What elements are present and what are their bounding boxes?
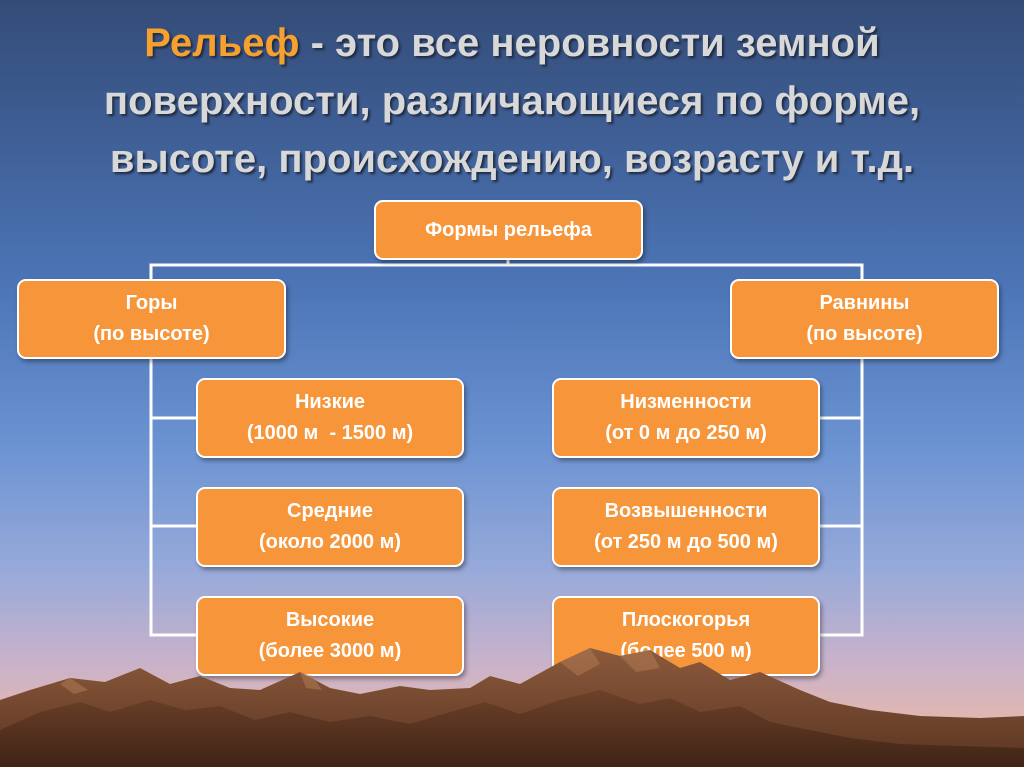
mountains-high-name: Высокие: [285, 609, 375, 631]
title-line-1-rest: - это все неровности земной: [299, 21, 880, 65]
mountains-box: Горы (по высоте): [17, 279, 286, 359]
plains-upland-range: (от 250 м до 500 м): [594, 531, 778, 553]
plains-lowland-box: Низменности (от 0 м до 250 м): [552, 378, 820, 458]
plains-label: Равнины: [819, 292, 910, 314]
root-label: Формы рельефа: [425, 218, 592, 241]
ridge-highlight-3: [560, 648, 600, 676]
title-line-1: Рельеф - это все неровности земной: [40, 14, 984, 72]
mountains-label: Горы: [125, 292, 178, 314]
root-box: Формы рельефа: [374, 200, 643, 260]
plains-lowland-range: (от 0 м до 250 м): [605, 422, 767, 444]
plains-box: Равнины (по высоте): [730, 279, 999, 359]
mountains-low-box: Низкие (1000 м - 1500 м): [196, 378, 464, 458]
mountains-low-range: (1000 м - 1500 м): [246, 422, 414, 444]
mountains-high-box: Высокие (более 3000 м): [196, 596, 464, 676]
mountains-medium-box: Средние (около 2000 м): [196, 487, 464, 567]
title-accent-word: Рельеф: [144, 21, 300, 65]
plains-upland-box: Возвышенности (от 250 м до 500 м): [552, 487, 820, 567]
ridge-highlight-1: [60, 678, 88, 694]
mountains-sub: (по высоте): [93, 323, 210, 345]
title-line-3: высоте, происхождению, возрасту и т.д.: [109, 137, 915, 181]
ridge-highlight-2: [300, 672, 322, 690]
mountains-medium-range: (около 2000 м): [258, 531, 402, 553]
slide-title: Рельеф - это все неровности земной повер…: [40, 14, 984, 188]
mountains-high-range: (более 3000 м): [258, 640, 402, 662]
plains-upland-name: Возвышенности: [604, 500, 768, 522]
front-ridge: [0, 690, 1024, 767]
ridge-highlight-4: [620, 650, 660, 672]
mountains-low-name: Низкие: [294, 391, 366, 413]
plains-sub: (по высоте): [806, 323, 923, 345]
plains-lowland-name: Низменности: [620, 391, 752, 413]
mountains-medium-name: Средние: [287, 500, 373, 522]
plains-plateau-name: Плоскогорья: [621, 609, 751, 631]
title-line-2: поверхности, различающиеся по форме,: [103, 79, 921, 123]
